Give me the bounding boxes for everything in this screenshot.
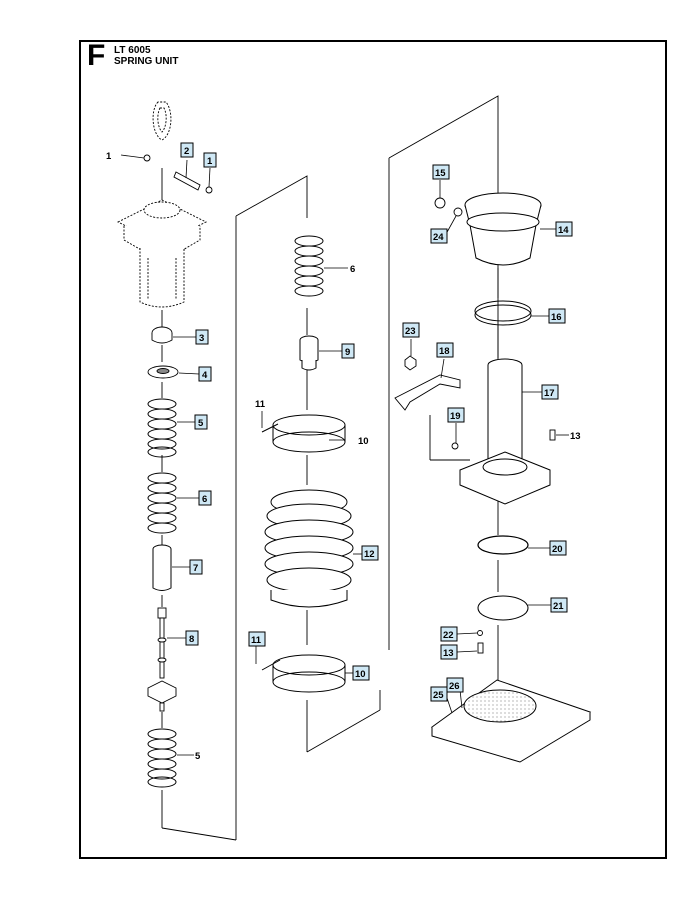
callout-7[interactable]: 7 xyxy=(189,559,203,575)
spring-6-middle xyxy=(294,235,324,297)
callout-label: 24 xyxy=(433,232,444,243)
o-ring-20 xyxy=(477,535,529,555)
callout-12[interactable]: 12 xyxy=(361,545,379,561)
callout-label: 9 xyxy=(345,347,350,358)
callout-2[interactable]: 2 xyxy=(180,142,194,158)
callout-13-upper: 13 xyxy=(570,431,581,442)
spring-6-left xyxy=(147,472,177,534)
callout-26[interactable]: 26 xyxy=(446,677,464,693)
bracket-18 xyxy=(394,374,461,411)
callout-label: 16 xyxy=(551,312,562,323)
callout-25[interactable]: 25 xyxy=(430,686,448,702)
leader-lines xyxy=(120,154,569,756)
sleeve xyxy=(152,544,172,591)
hose-clamp-lower xyxy=(261,654,346,693)
base-plate xyxy=(430,679,592,763)
callout-9[interactable]: 9 xyxy=(341,343,355,359)
callout-label: 6 xyxy=(350,264,355,275)
callout-label: 18 xyxy=(439,346,450,357)
callout-10-upper: 10 xyxy=(358,436,369,447)
spring-seat xyxy=(151,326,173,344)
callout-19[interactable]: 19 xyxy=(447,407,465,423)
seal-ring-16 xyxy=(474,300,532,326)
callout-5-upper[interactable]: 5 xyxy=(194,414,208,430)
bushing xyxy=(299,335,319,371)
callout-10-lower[interactable]: 10 xyxy=(352,665,370,681)
bellows xyxy=(264,489,354,608)
fittings-15-24 xyxy=(434,197,463,217)
callout-label: 3 xyxy=(199,333,204,344)
callout-label: 13 xyxy=(443,648,454,659)
callout-15[interactable]: 15 xyxy=(432,164,450,180)
callout-label: 26 xyxy=(449,681,460,692)
callout-label: 15 xyxy=(435,168,446,179)
callout-label: 7 xyxy=(193,563,198,574)
callout-label: 23 xyxy=(405,326,416,337)
callout-14[interactable]: 14 xyxy=(555,221,573,237)
callout-21[interactable]: 21 xyxy=(550,597,568,613)
callout-label: 11 xyxy=(255,399,266,410)
hose-clamp-upper xyxy=(261,414,346,453)
top-housing xyxy=(116,199,208,308)
callout-20[interactable]: 20 xyxy=(549,540,567,556)
callout-label: 2 xyxy=(184,146,189,157)
callout-label: 14 xyxy=(558,225,569,236)
callout-label: 6 xyxy=(202,494,207,505)
callout-6-middle: 6 xyxy=(350,264,355,275)
section-letter: F xyxy=(87,39,106,72)
callout-24[interactable]: 24 xyxy=(430,228,448,244)
spring-5-upper xyxy=(147,398,177,458)
callout-17[interactable]: 17 xyxy=(541,384,559,400)
callout-label: 25 xyxy=(433,690,444,701)
callout-1-left: 1 xyxy=(106,151,112,162)
callout-4[interactable]: 4 xyxy=(198,366,212,382)
spring-5-lower xyxy=(147,728,177,788)
callout-label: 1 xyxy=(106,151,112,162)
guide-tube-17 xyxy=(487,358,523,465)
callout-1-right[interactable]: 1 xyxy=(203,152,217,168)
piston-rod xyxy=(147,607,177,712)
callout-label: 8 xyxy=(189,634,194,645)
callout-5-lower: 5 xyxy=(195,751,201,762)
base-flange xyxy=(459,451,551,505)
lifting-eye xyxy=(152,101,172,141)
callout-label: 10 xyxy=(358,436,369,447)
callout-11-upper: 11 xyxy=(255,399,266,410)
callout-label: 5 xyxy=(198,418,204,429)
callout-18[interactable]: 18 xyxy=(436,342,454,358)
callout-label: 11 xyxy=(251,635,262,646)
pin xyxy=(143,154,213,194)
plate-21 xyxy=(477,595,529,621)
upper-cylinder xyxy=(464,192,542,266)
callout-16[interactable]: 16 xyxy=(548,308,566,324)
callout-8[interactable]: 8 xyxy=(185,630,199,646)
callout-6-left[interactable]: 6 xyxy=(198,490,212,506)
callout-label: 4 xyxy=(202,370,208,381)
callout-label: 1 xyxy=(207,156,213,167)
callout-label: 12 xyxy=(364,549,375,560)
nut-23 xyxy=(404,355,417,371)
callout-23[interactable]: 23 xyxy=(402,322,420,338)
callout-label: 19 xyxy=(450,411,461,422)
callout-label: 13 xyxy=(570,431,581,442)
callout-label: 17 xyxy=(544,388,555,399)
callout-label: 20 xyxy=(552,544,563,555)
callout-label: 5 xyxy=(195,751,201,762)
model-number: LT 6005 xyxy=(114,45,151,56)
callout-label: 21 xyxy=(553,601,564,612)
screws xyxy=(451,429,556,654)
callout-3[interactable]: 3 xyxy=(195,329,209,345)
callout-13-lower[interactable]: 13 xyxy=(440,644,458,660)
panel-outlines xyxy=(161,95,499,841)
callout-label: 22 xyxy=(443,630,454,641)
callout-22[interactable]: 22 xyxy=(440,626,458,642)
washer xyxy=(147,365,179,379)
unit-title: SPRING UNIT xyxy=(114,56,179,67)
callout-label: 10 xyxy=(355,669,366,680)
callout-11-lower[interactable]: 11 xyxy=(248,631,266,647)
diagram-frame xyxy=(79,40,667,859)
